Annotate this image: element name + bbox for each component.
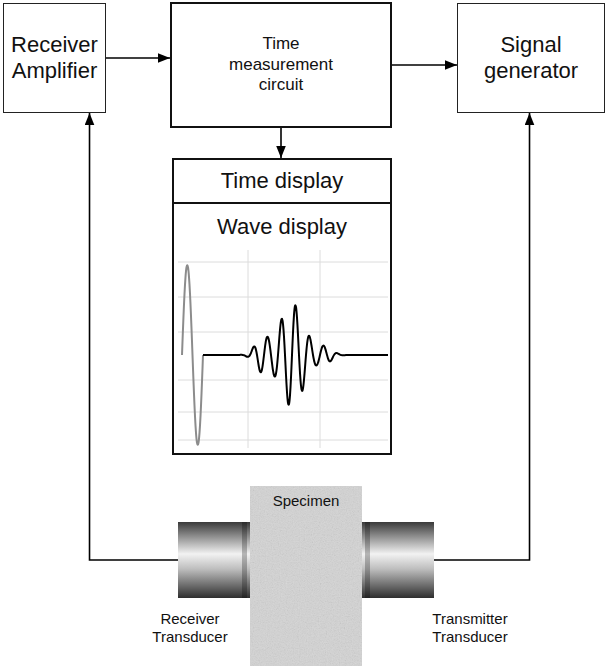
connector-arrow (90, 113, 178, 560)
cylinder-body (178, 522, 250, 598)
specimen-fill (250, 486, 362, 666)
specimen-block: Specimen (250, 486, 362, 666)
received-waveform (203, 305, 388, 405)
node-label: Receiver Amplifier (9, 32, 100, 85)
grid-line (178, 412, 388, 413)
grid-line (178, 440, 388, 441)
connector-arrow (392, 64, 457, 66)
node-label: Signal generator (463, 32, 599, 85)
cylinder-ring (365, 522, 370, 598)
grid-line (320, 250, 321, 448)
process-box: Receiver Amplifier (3, 3, 106, 113)
connector-arrow (280, 128, 282, 158)
connector-arrow (434, 113, 530, 560)
specimen-grain (250, 486, 362, 666)
first-arrival-pulse (182, 265, 203, 444)
node-label: Time measurement circuit (216, 34, 346, 95)
cylinder-ring (242, 522, 247, 598)
node-label: Wave display (217, 214, 347, 240)
node-label: Specimen (273, 492, 340, 510)
node-label: Time display (221, 168, 344, 194)
transducer: Transmitter Transducer (362, 522, 434, 598)
grid-line (178, 297, 388, 298)
connector-arrow (106, 57, 170, 59)
display-panel: Wave display (172, 202, 392, 455)
display-panel: Time display (172, 158, 392, 204)
transducer-label: Receiver Transducer (135, 610, 245, 646)
process-box: Time measurement circuit (170, 2, 392, 128)
process-box: Signal generator (457, 3, 605, 113)
transducer-cylinder (178, 522, 250, 598)
waveform-plot (178, 250, 388, 448)
specimen-texture (250, 486, 362, 666)
grid-line (178, 380, 388, 381)
grid-line (248, 250, 249, 448)
transducer: Receiver Transducer (178, 522, 250, 598)
transducer-cylinder (362, 522, 434, 598)
cylinder-body (362, 522, 434, 598)
grid-line (178, 262, 388, 263)
transducer-label: Transmitter Transducer (415, 610, 525, 646)
